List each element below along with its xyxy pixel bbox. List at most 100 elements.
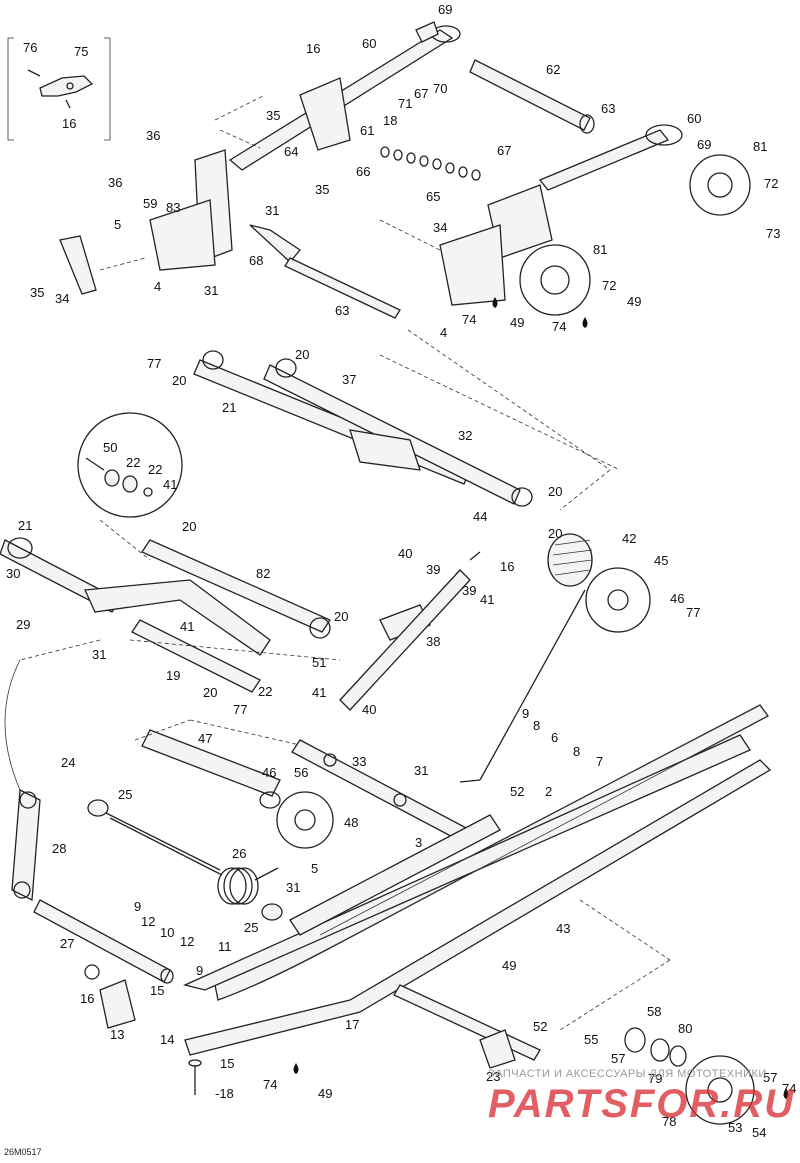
callout: 49 — [510, 315, 524, 330]
bolt-18 — [188, 1059, 202, 1095]
callout: 39 — [462, 583, 476, 598]
callout: 29 — [16, 617, 30, 632]
callout: 31 — [204, 283, 218, 298]
callout: 40 — [398, 546, 412, 561]
callout: 46 — [670, 591, 684, 606]
link-28 — [11, 788, 41, 902]
callout: 21 — [18, 518, 32, 533]
callout: 57 — [763, 1070, 777, 1085]
callout: 77 — [147, 356, 161, 371]
callout: 63 — [601, 101, 615, 116]
callout: 20 — [295, 347, 309, 362]
callout: 67 — [497, 143, 511, 158]
callout: 68 — [249, 253, 263, 268]
callout: 77 — [233, 702, 247, 717]
callout: 15 — [150, 983, 164, 998]
callout: 34 — [433, 220, 447, 235]
callout: 31 — [265, 203, 279, 218]
callout: 35 — [266, 108, 280, 123]
inset-detail-top — [7, 37, 111, 141]
callout: 7 — [596, 754, 603, 769]
callout: 24 — [61, 755, 75, 770]
callout: 17 — [345, 1017, 359, 1032]
callout: 57 — [611, 1051, 625, 1066]
callout: 41 — [480, 592, 494, 607]
middle-shaft-assembly — [193, 350, 621, 507]
callout: 35 — [315, 182, 329, 197]
callout: 30 — [6, 566, 20, 581]
callout: 20 — [548, 484, 562, 499]
callout: 49 — [502, 958, 516, 973]
callout: 70 — [433, 81, 447, 96]
callout: 69 — [697, 137, 711, 152]
callout: 52 — [533, 1019, 547, 1034]
callout: 78 — [662, 1114, 676, 1129]
callout: 83 — [166, 200, 180, 215]
callout: 22 — [258, 684, 272, 699]
callout: 16 — [500, 559, 514, 574]
callout: 81 — [593, 242, 607, 257]
callout: 39 — [426, 562, 440, 577]
callout: 36 — [108, 175, 122, 190]
front-frame-assembly — [59, 21, 595, 319]
callout: 74 — [462, 312, 476, 327]
spacer-stack — [380, 146, 481, 181]
callout: 20 — [172, 373, 186, 388]
callout: 60 — [362, 36, 376, 51]
callout: 76 — [23, 40, 37, 55]
callout: 47 — [198, 731, 212, 746]
callout: 74 — [782, 1081, 796, 1096]
detail-circle — [77, 412, 183, 518]
block-13 — [84, 964, 136, 1029]
callout: 42 — [622, 531, 636, 546]
drop-icon — [293, 297, 789, 1099]
callout: 81 — [753, 139, 767, 154]
callout: 62 — [546, 62, 560, 77]
callout: 9 — [196, 963, 203, 978]
callout: 50 — [103, 440, 117, 455]
callout: 16 — [62, 116, 76, 131]
callout: 16 — [306, 41, 320, 56]
callout: 25 — [244, 920, 258, 935]
callout: 73 — [766, 226, 780, 241]
callout: 21 — [222, 400, 236, 415]
callout: 72 — [602, 278, 616, 293]
callout: 72 — [764, 176, 778, 191]
callout: 59 — [143, 196, 157, 211]
callout: 58 — [647, 1004, 661, 1019]
callout: 43 — [556, 921, 570, 936]
callout: 51 — [312, 655, 326, 670]
callout: 13 — [110, 1027, 124, 1042]
callout: 12 — [141, 914, 155, 929]
callout: 20 — [182, 519, 196, 534]
callout: 5 — [114, 217, 121, 232]
callout: 49 — [627, 294, 641, 309]
callout: 9 — [134, 899, 141, 914]
callout: 15 — [220, 1056, 234, 1071]
callout: 77 — [686, 605, 700, 620]
callout: 16 — [80, 991, 94, 1006]
watermark-caption: ЗАПЧАСТИ И АКСЕССУАРЫ ДЛЯ МОТОТЕХНИКИ — [488, 1068, 767, 1080]
callout: 27 — [60, 936, 74, 951]
callout: 55 — [584, 1032, 598, 1047]
shaft-rear-bottom — [393, 984, 755, 1125]
callout: 6 — [551, 730, 558, 745]
callout: 45 — [654, 553, 668, 568]
callout: 5 — [311, 861, 318, 876]
callout: 31 — [414, 763, 428, 778]
callout: 20 — [203, 685, 217, 700]
spring-26 — [87, 799, 283, 921]
callout: 28 — [52, 841, 66, 856]
callout: 46 — [262, 765, 276, 780]
callout: 9 — [522, 706, 529, 721]
callout: 41 — [163, 477, 177, 492]
callout: 19 — [166, 668, 180, 683]
callout: 82 — [256, 566, 270, 581]
callout: 65 — [426, 189, 440, 204]
callout: 40 — [362, 702, 376, 717]
callout: 54 — [752, 1125, 766, 1140]
callout: 31 — [286, 880, 300, 895]
callout: 2 — [545, 784, 552, 799]
callout: -18 — [215, 1086, 234, 1101]
